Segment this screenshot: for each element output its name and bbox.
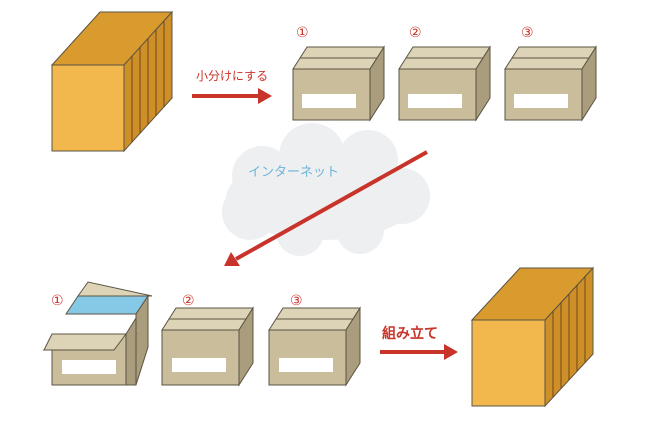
bottom-box-1-number: ① xyxy=(51,293,64,309)
internet-label: インターネット xyxy=(248,165,339,180)
bottom-box-2 xyxy=(161,306,254,387)
bottom-box-2-number: ② xyxy=(182,293,195,309)
bottom-box-3-number: ③ xyxy=(290,293,303,309)
top-box-2 xyxy=(398,45,491,122)
top-box-2-number: ② xyxy=(409,25,422,41)
source-container xyxy=(50,10,174,153)
assemble-label: 組み立て xyxy=(382,325,438,342)
bottom-box-3 xyxy=(268,306,361,387)
split-arrow xyxy=(192,88,272,104)
bottom-box-1-open xyxy=(42,281,153,386)
internet-arrow xyxy=(224,150,428,266)
top-box-3 xyxy=(504,45,597,122)
internet-cloud xyxy=(222,123,430,256)
assemble-arrow xyxy=(380,344,458,360)
top-box-1 xyxy=(292,45,385,122)
top-box-3-number: ③ xyxy=(521,25,534,41)
result-container xyxy=(470,266,595,408)
split-label: 小分けにする xyxy=(196,69,268,83)
top-box-1-number: ① xyxy=(296,25,309,41)
